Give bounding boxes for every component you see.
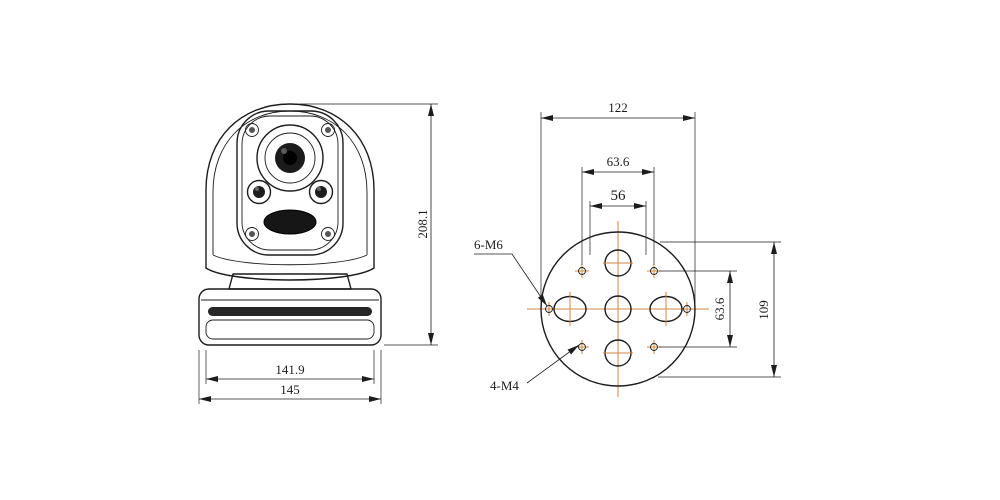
dimension-hole-spacing-h-63-6: 63.6 bbox=[581, 154, 655, 265]
tapped-hole-m6 bbox=[545, 305, 553, 313]
mounting-plate-bottom-view bbox=[527, 221, 709, 397]
screw-icon bbox=[321, 123, 335, 137]
tapped-hole-m4 bbox=[650, 267, 658, 275]
dimension-label-height: 208.1 bbox=[415, 209, 430, 238]
label-m4-holes: 4-M4 bbox=[490, 378, 519, 393]
dimension-label-hole-spacing-h: 63.6 bbox=[607, 154, 630, 169]
leader-m4-holes: 4-M4 bbox=[490, 344, 580, 393]
camera-collar bbox=[228, 273, 352, 290]
base-bottom-plate bbox=[205, 319, 375, 340]
dimension-label-hole-spacing-v: 63.6 bbox=[712, 297, 727, 320]
bottom-view-dimensions: 122 63.6 56 63.6 109 6-M6 bbox=[474, 100, 781, 393]
dimension-height-208: 208.1 bbox=[300, 103, 438, 346]
dimension-label-width-outer: 145 bbox=[280, 382, 300, 397]
secondary-lens-icon bbox=[246, 179, 272, 205]
secondary-lens-icon bbox=[308, 179, 334, 205]
hole-center bbox=[604, 295, 632, 323]
tapped-hole-m6 bbox=[683, 305, 691, 313]
mounting-plate-circle bbox=[540, 231, 696, 387]
leader-m6-holes: 6-M6 bbox=[474, 237, 548, 307]
dimension-label-diameter: 122 bbox=[608, 100, 628, 115]
screw-icon bbox=[321, 227, 335, 241]
dimension-label-width-inner: 141.9 bbox=[275, 362, 304, 377]
dimension-width-145: 145 bbox=[198, 350, 382, 404]
dimension-width-141-9: 141.9 bbox=[205, 350, 375, 384]
label-m6-holes: 6-M6 bbox=[474, 237, 503, 252]
sensor-window bbox=[263, 209, 317, 235]
dimension-label-plate-height: 109 bbox=[756, 300, 771, 320]
main-lens-icon bbox=[256, 124, 324, 192]
tapped-hole-m4 bbox=[578, 267, 586, 275]
face-plate-inner bbox=[241, 115, 339, 251]
screw-icon bbox=[245, 227, 259, 241]
dimension-slot-spacing-56: 56 bbox=[589, 188, 647, 255]
camera-head-seam bbox=[212, 254, 368, 266]
dimension-height-109: 109 bbox=[658, 241, 781, 378]
camera-head-outline bbox=[205, 103, 375, 281]
front-view-dimensions: 208.1 141.9 145 bbox=[198, 103, 438, 404]
face-plate bbox=[236, 110, 344, 256]
dimension-hole-spacing-v-63-6: 63.6 bbox=[659, 270, 737, 348]
dimension-diameter-122: 122 bbox=[540, 100, 696, 302]
dimension-label-slot-spacing: 56 bbox=[611, 188, 627, 204]
screw-icon bbox=[245, 123, 259, 137]
camera-base bbox=[198, 288, 382, 346]
camera-front-view bbox=[198, 103, 382, 346]
hole-centermarks bbox=[548, 262, 688, 354]
base-groove bbox=[208, 307, 372, 316]
tapped-hole-m4 bbox=[650, 343, 658, 351]
